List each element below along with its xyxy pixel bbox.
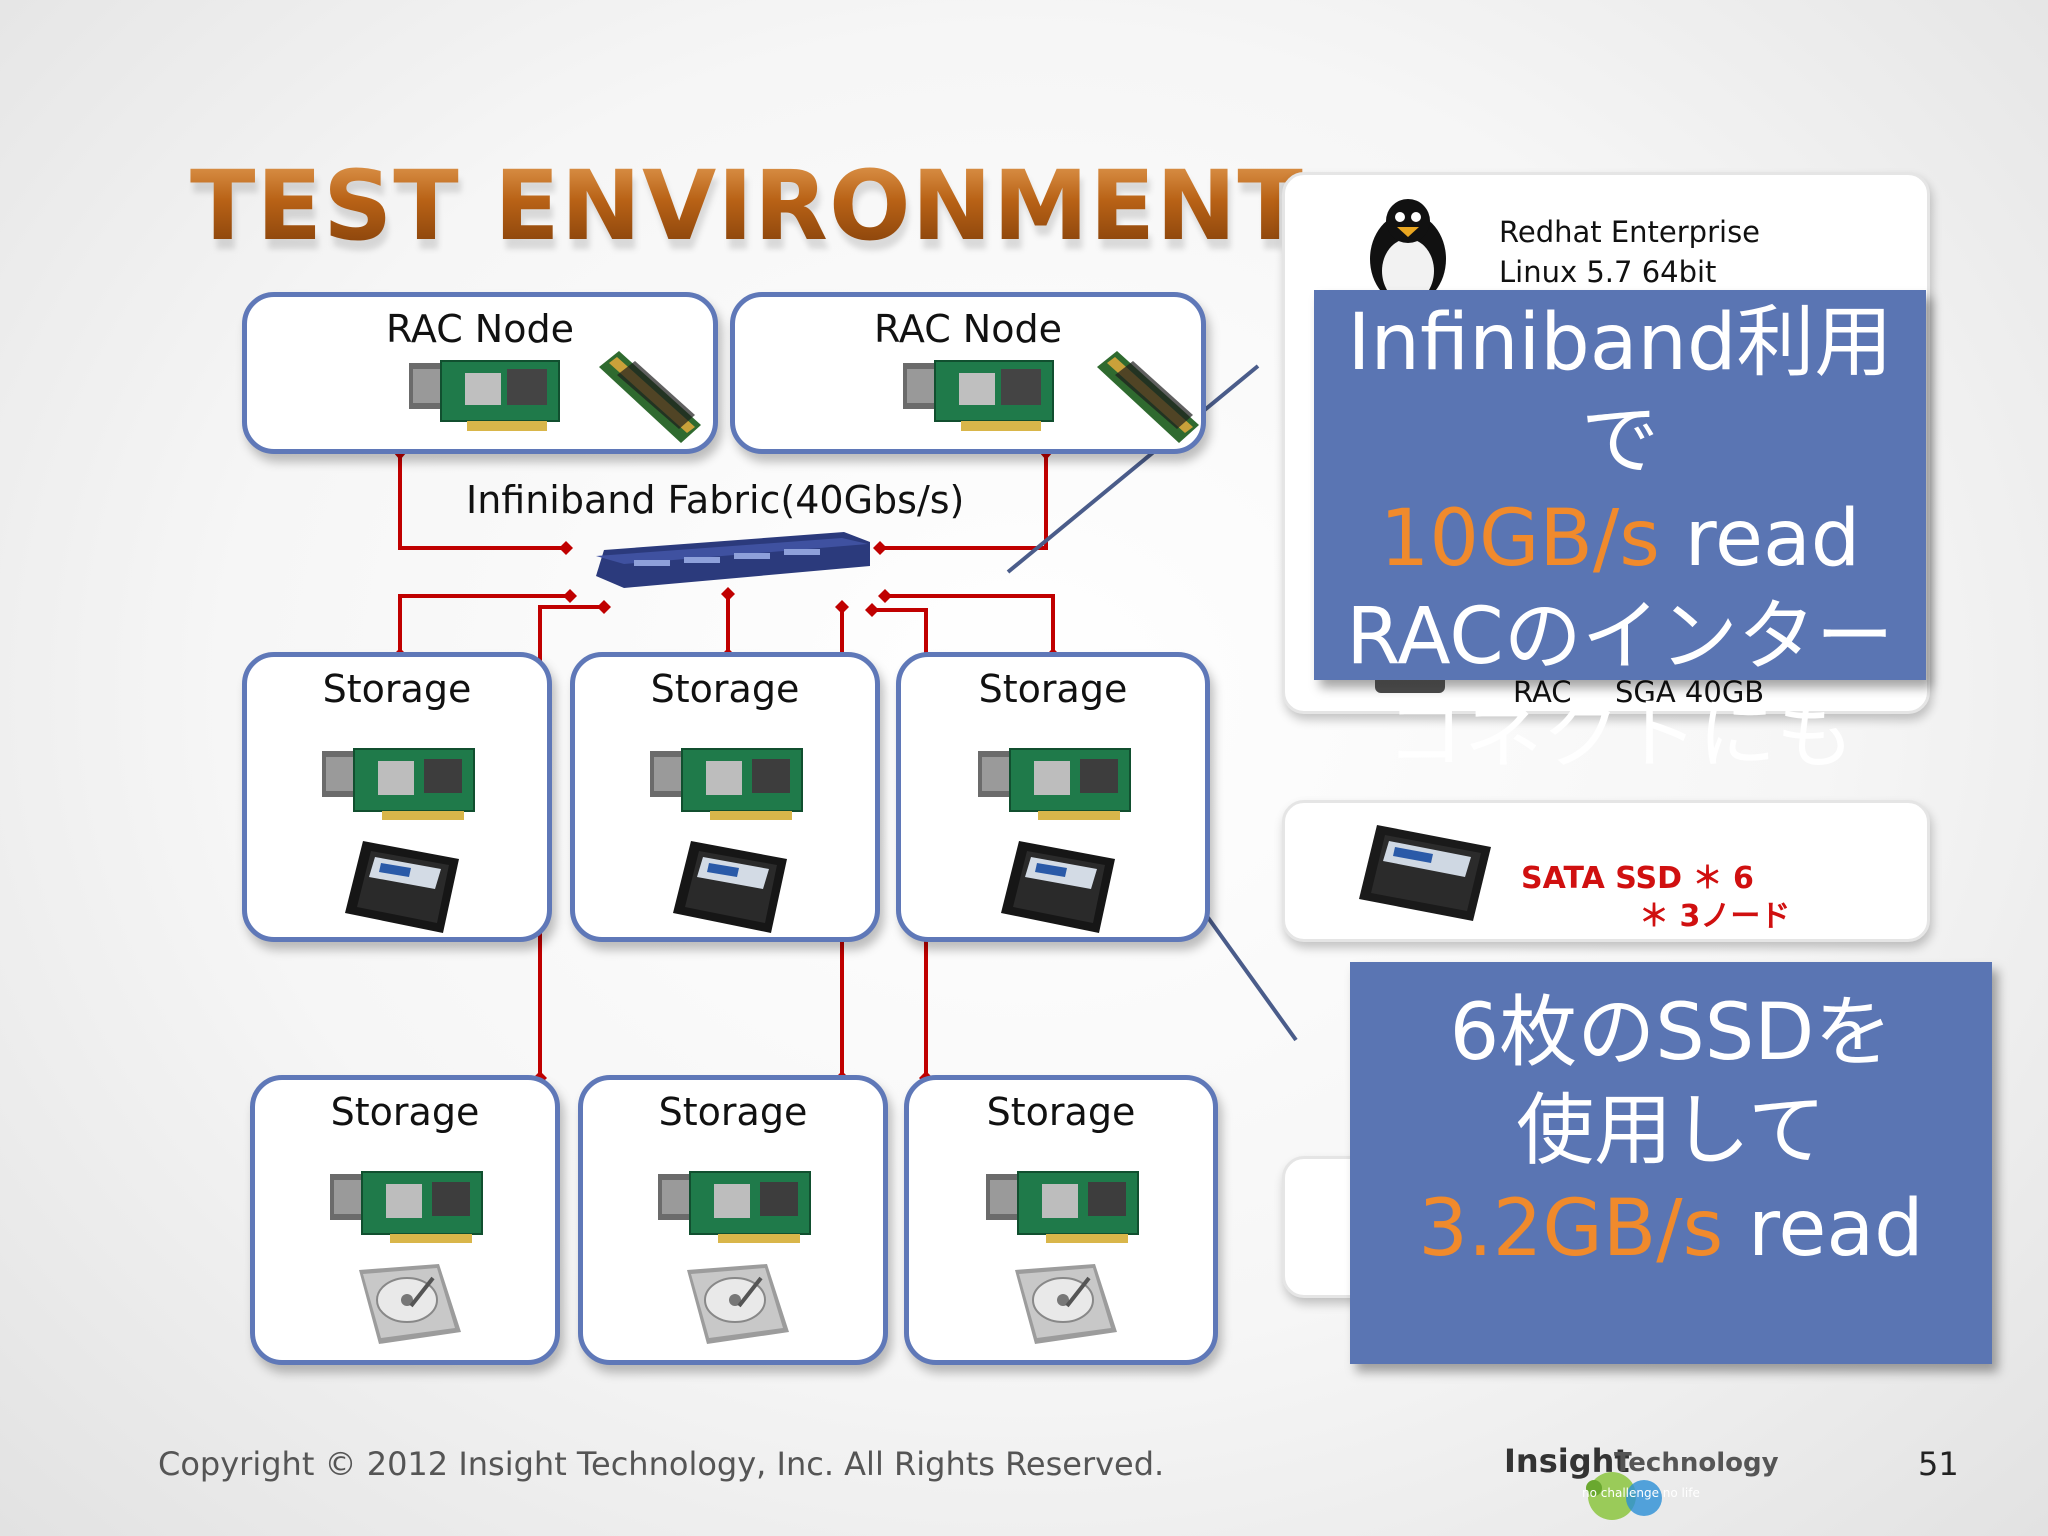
ssd-count-line2: ＊ 3ノード [1639, 899, 1791, 934]
hca-card-icon [903, 360, 1054, 431]
hca-card-icon [978, 748, 1131, 820]
os-line2: Linux 5.7 64bit [1499, 255, 1717, 289]
storage-node-6: Storage [904, 1075, 1218, 1365]
callout2-read: read [1723, 1184, 1924, 1274]
storage-node-1: Storage [242, 652, 552, 942]
hard-disk-icon [687, 1264, 789, 1344]
storage-node-4: Storage [250, 1075, 560, 1365]
os-line1: Redhat Enterprise [1499, 215, 1761, 249]
link-racnode1 [398, 452, 566, 550]
storage-node-5: Storage [578, 1075, 888, 1365]
storage-label: Storage [658, 1090, 808, 1134]
callout2-throughput: 3.2GB/s [1418, 1184, 1724, 1274]
rac-node-2: RAC Node #2 [730, 292, 1206, 454]
logo-name2: Technology [1614, 1448, 1779, 1478]
logo-tagline: no challenge no life [1582, 1486, 1700, 1500]
storage-label: Storage [330, 1090, 480, 1134]
hca-card-icon [409, 360, 560, 431]
callout2-line2: 使用して [1516, 1086, 1826, 1176]
callout2-line3: 3.2GB/s read [1350, 1180, 1992, 1278]
hard-disk-icon [359, 1264, 461, 1344]
storage-label: Storage [986, 1090, 1136, 1134]
storage-label: Storage [650, 667, 800, 711]
logo-name: Insight [1504, 1442, 1630, 1480]
ssd-drive-icon [673, 841, 787, 933]
page-number: 51 [1918, 1445, 1959, 1483]
callout1-line2: 10GB/s read [1314, 490, 1926, 588]
storage-label: Storage [978, 667, 1128, 711]
hard-disk-icon [1015, 1264, 1117, 1344]
ssd-drive-icon [345, 841, 459, 933]
callout1-read: read [1659, 494, 1861, 584]
memory-module-icon [1097, 351, 1199, 443]
storage-node-3: Storage [896, 652, 1210, 942]
page-title: TEST ENVIRONMENT [190, 150, 1304, 262]
ssd-drive-icon [1359, 825, 1491, 921]
ssd-drive-icon [1001, 841, 1115, 933]
hca-card-icon [986, 1171, 1139, 1243]
rac-node-label: RAC Node [386, 307, 574, 351]
rac-label: RAC [1513, 675, 1572, 709]
callout2-line1: 6枚のSSDを [1449, 988, 1893, 1078]
callout1-throughput: 10GB/s [1379, 494, 1660, 584]
callout1-line1: Infiniband利用で [1347, 298, 1893, 486]
callout-infiniband: Infiniband利用で 10GB/s read RACのインター コネクトに… [1314, 290, 1926, 780]
storage-label: Storage [322, 667, 472, 711]
callout1-line4: コネクトにも [1385, 690, 1854, 780]
rac-node-1: RAC Node #1 [242, 292, 718, 454]
hca-card-icon [322, 748, 475, 820]
sga-label: SGA 40GB [1615, 675, 1765, 709]
hca-card-icon [330, 1171, 483, 1243]
memory-module-icon [599, 351, 701, 443]
hca-card-icon [658, 1171, 811, 1243]
fabric-label: Infiniband Fabric(40Gbs/s) [466, 478, 965, 522]
link-storage1 [398, 594, 570, 655]
callout-ssd: 6枚のSSDを 使用して 3.2GB/s read [1350, 962, 1992, 1364]
ssd-count-line1: SATA SSD ＊ 6 [1521, 861, 1754, 896]
callout1-line3: RACのインター [1346, 592, 1894, 682]
link-racnode2 [880, 452, 1048, 550]
infiniband-switch-icon [596, 532, 870, 588]
ssd-info-box: SATA SSD ＊ 6 ＊ 3ノード [1282, 800, 1930, 942]
storage-node-2: Storage [570, 652, 880, 942]
link-storage3 [885, 594, 1055, 655]
logo-splash-icon [1586, 1472, 1662, 1520]
copyright-footer: Copyright © 2012 Insight Technology, Inc… [158, 1445, 1165, 1483]
hca-card-icon [650, 748, 803, 820]
rac-node-label: RAC Node [874, 307, 1062, 351]
title-shadow: TEST ENVIRONMENT [193, 160, 1307, 272]
